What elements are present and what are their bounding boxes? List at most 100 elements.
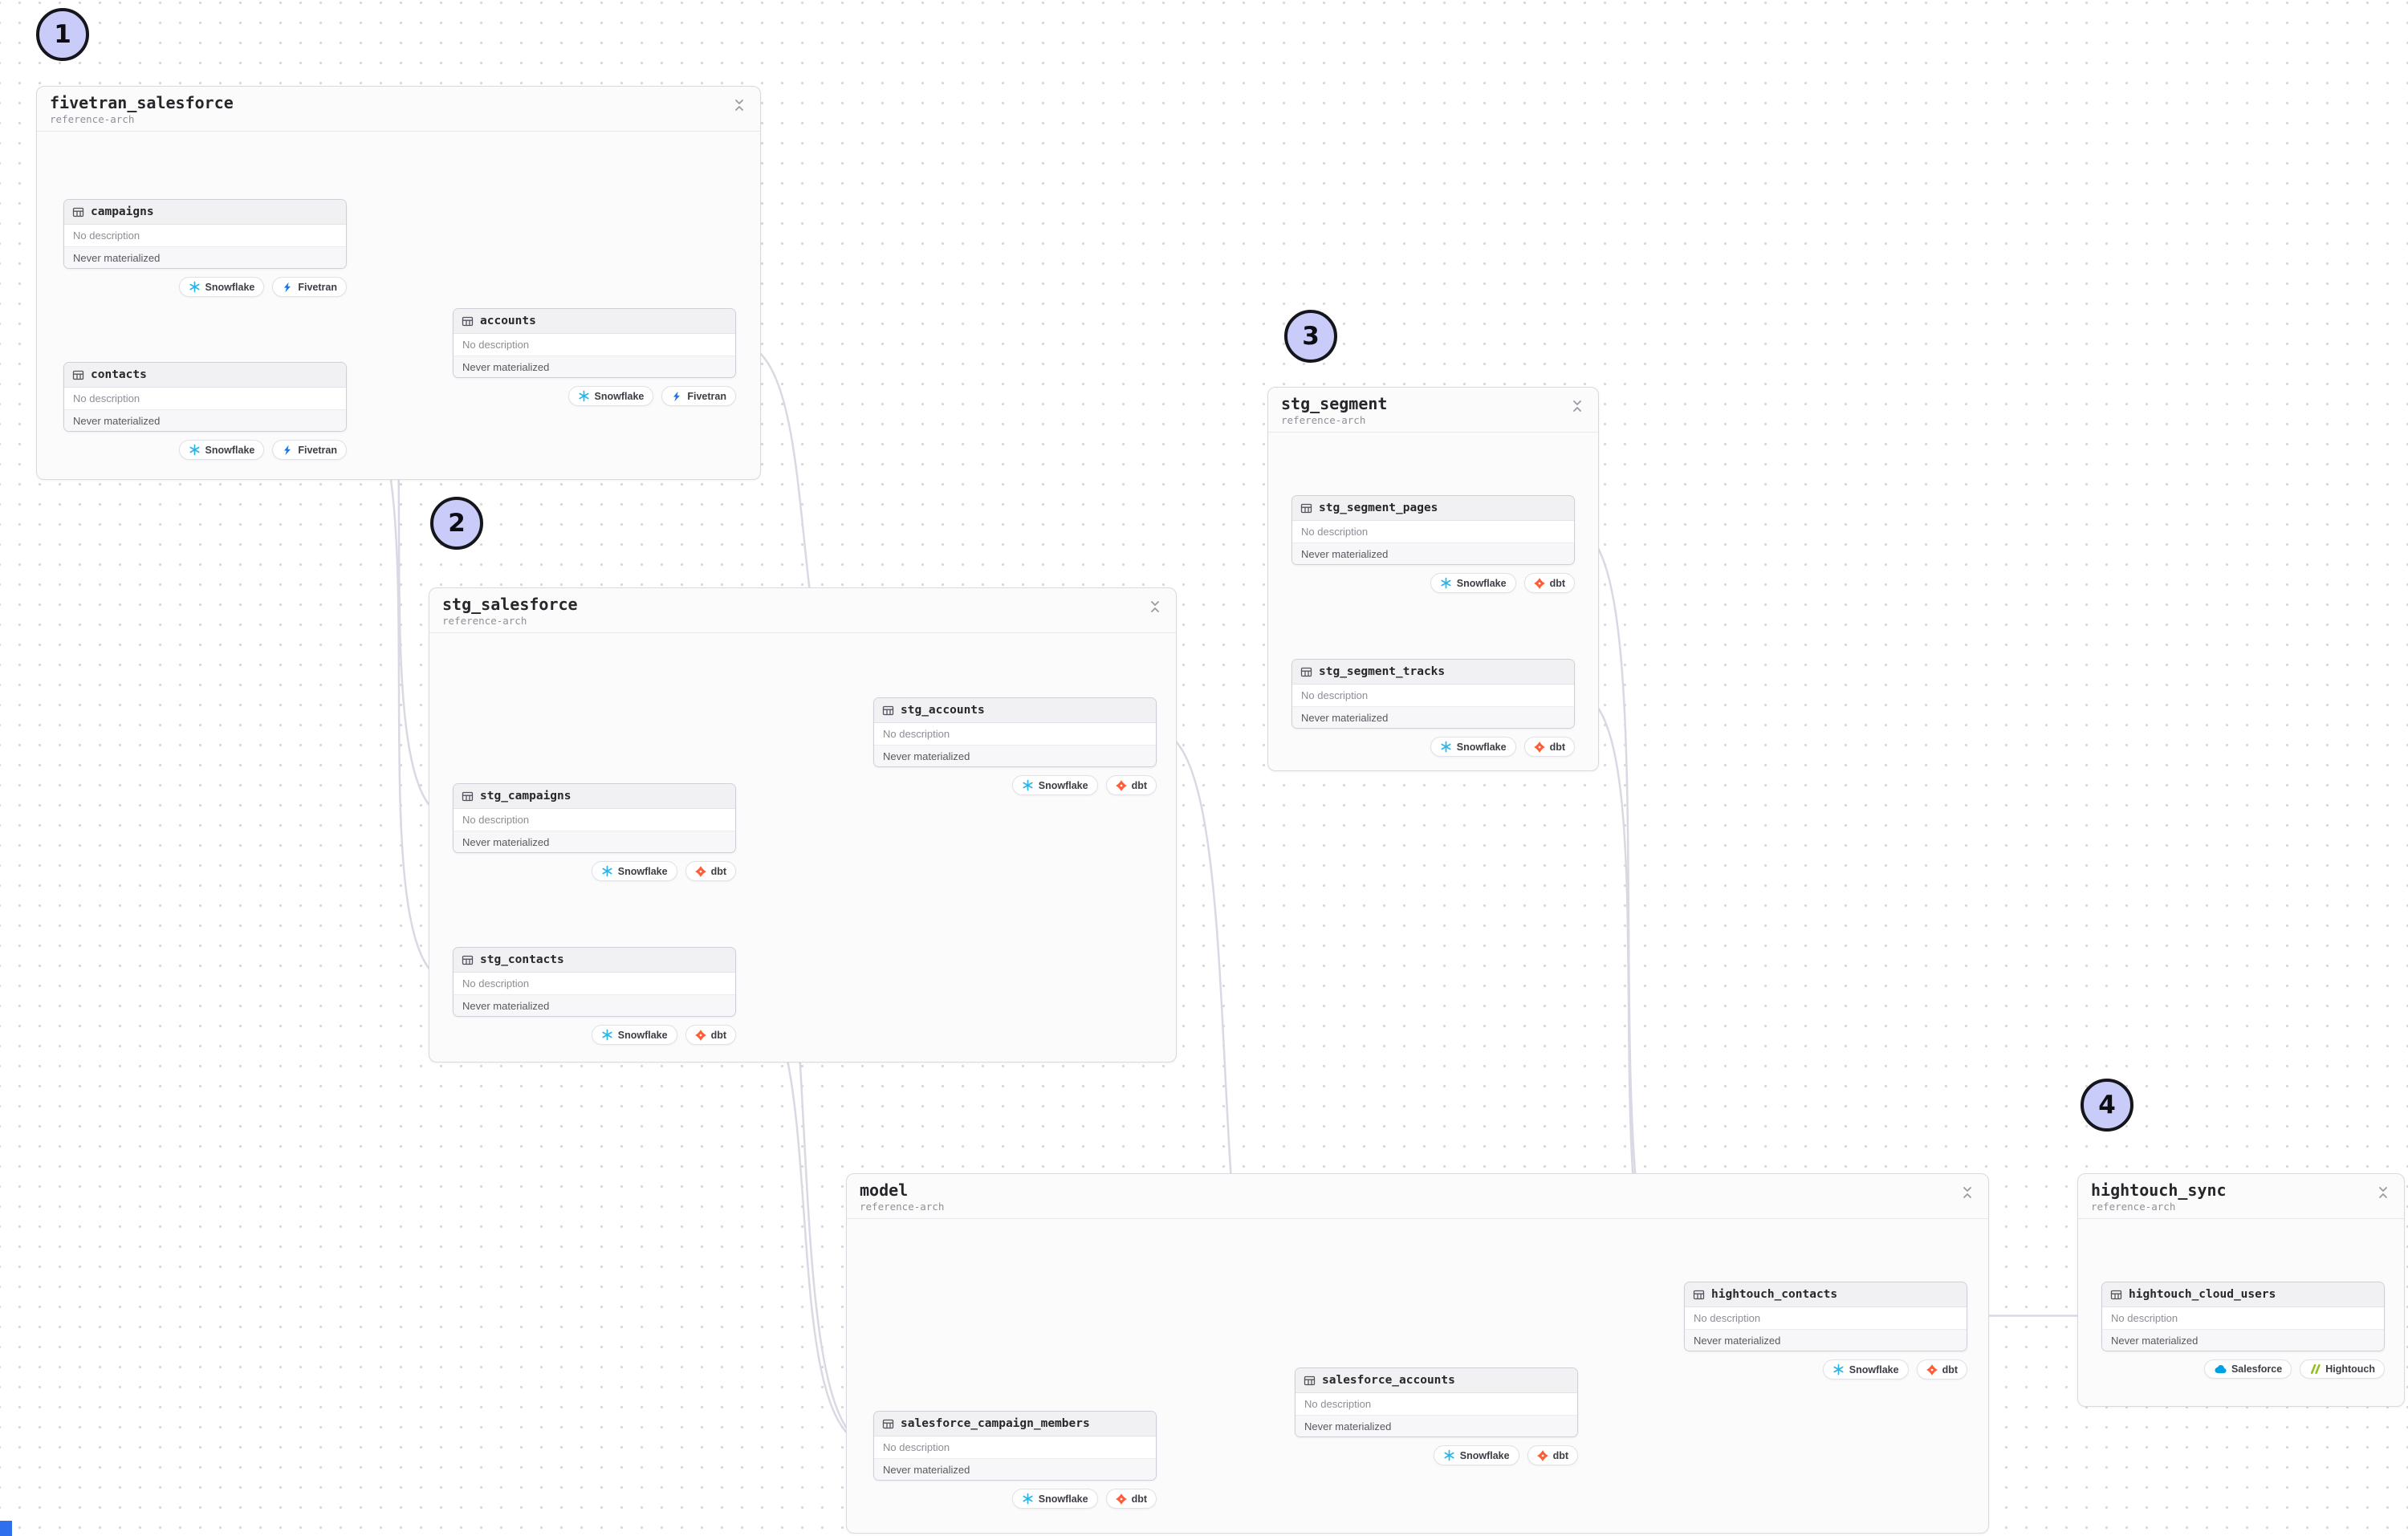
collapse-button[interactable] (1145, 597, 1165, 619)
collapse-icon (1147, 601, 1163, 617)
node-header: stg_segment_tracks (1292, 660, 1574, 685)
node-description: No description (64, 225, 346, 247)
collapse-icon (1959, 1187, 1975, 1203)
dbt-icon (1926, 1363, 1938, 1375)
badge-snowflake: Snowflake (1430, 573, 1516, 593)
dbt-icon (1115, 1493, 1127, 1505)
badge-label: Fivetran (298, 444, 337, 456)
annotation-badge-3: 3 (1284, 310, 1337, 363)
badge-snowflake: Snowflake (178, 440, 265, 460)
node-materialization: Never materialized (1685, 1330, 1967, 1351)
badge-label: dbt (1549, 577, 1565, 589)
badge-label: Fivetran (298, 281, 337, 293)
table-icon (462, 790, 474, 803)
node-materialization: Never materialized (454, 831, 735, 852)
node-description: No description (1292, 685, 1574, 707)
node-materialization: Never materialized (64, 410, 346, 431)
annotation-badge-2: 2 (430, 497, 483, 550)
node-badges: Snowflake dbt (1291, 737, 1575, 757)
badge-label: Snowflake (1038, 779, 1088, 791)
table-icon (1300, 502, 1312, 514)
badge-snowflake: Snowflake (1011, 1489, 1098, 1509)
table-icon (882, 705, 894, 717)
badge-label: Salesforce (2231, 1363, 2283, 1375)
node-name: stg_segment_pages (1319, 502, 1438, 514)
collapse-button[interactable] (2373, 1183, 2393, 1205)
node-name: stg_contacts (480, 953, 564, 966)
node-materialization: Never materialized (64, 247, 346, 268)
node-badges: Snowflake dbt (453, 861, 736, 881)
badge-label: dbt (1942, 1363, 1958, 1375)
badge-snowflake: Snowflake (591, 861, 677, 881)
snowflake-icon (1440, 577, 1452, 589)
badge-label: Snowflake (594, 390, 645, 402)
badge-dbt: dbt (1105, 775, 1157, 795)
collapse-button[interactable] (1958, 1183, 1977, 1205)
badge-dbt: dbt (1523, 737, 1575, 757)
group-title: fivetran_salesforce (50, 93, 234, 112)
node-badges: Snowflake dbt (873, 775, 1157, 795)
badge-dbt: dbt (1105, 1489, 1157, 1509)
badge-snowflake: Snowflake (591, 1025, 677, 1045)
badge-label: Hightouch (2325, 1363, 2375, 1375)
annotation-badge-1: 1 (36, 8, 89, 61)
dbt-icon (1533, 577, 1545, 589)
node-header: stg_campaigns (454, 784, 735, 809)
group-subtitle: reference-arch (2091, 1201, 2176, 1213)
snowflake-icon (578, 390, 590, 402)
node-materialization: Never materialized (874, 1459, 1156, 1480)
collapse-button[interactable] (730, 95, 749, 117)
node-name: stg_campaigns (480, 790, 571, 803)
dbt-icon (1536, 1449, 1548, 1461)
collapse-button[interactable] (1568, 396, 1587, 418)
canvas-corner-button[interactable] (0, 1521, 12, 1536)
node-description: No description (2102, 1307, 2384, 1330)
badge-label: Snowflake (1456, 577, 1507, 589)
node-header: stg_contacts (454, 948, 735, 973)
table-icon (1304, 1375, 1316, 1387)
group-title: hightouch_sync (2091, 1180, 2227, 1200)
node-description: No description (874, 1436, 1156, 1459)
badge-label: dbt (1552, 1449, 1568, 1461)
snowflake-icon (1022, 779, 1034, 791)
node-materialization: Never materialized (1296, 1416, 1577, 1436)
badge-dbt: dbt (685, 861, 736, 881)
dbt-icon (694, 1029, 706, 1041)
collapse-icon (731, 100, 747, 116)
badge-label: Snowflake (1456, 741, 1507, 753)
